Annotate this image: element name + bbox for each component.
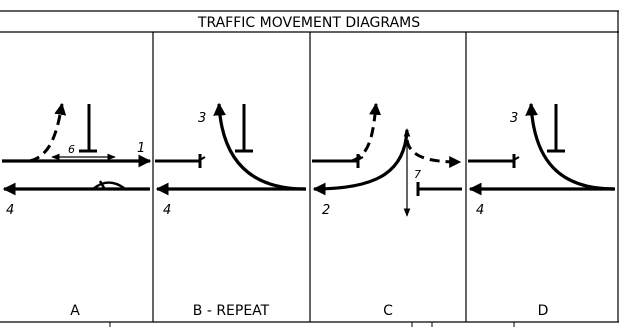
stop-bar-northbound	[547, 104, 565, 153]
panel-label-c: C	[383, 303, 393, 319]
panel-c: 7 2 C	[312, 102, 462, 319]
panel-label-a: A	[70, 303, 80, 319]
panel-d: 3 4 D	[468, 102, 615, 319]
westbound-left-yield-tick	[92, 180, 125, 190]
movement-left-turn-dashed	[29, 102, 67, 163]
movement-number-3: 3	[510, 111, 518, 126]
stop-bar-westbound	[416, 182, 462, 196]
panel-a: 6 1 4 A	[2, 102, 152, 319]
movement-number-7: 7	[414, 168, 421, 181]
through-eastbound-stub	[468, 154, 520, 168]
movement-number-4: 4	[6, 203, 14, 218]
panel-label-d: D	[538, 303, 549, 319]
movement-number-6: 6	[68, 143, 75, 156]
stop-bar-northbound	[79, 104, 97, 153]
movement-number-3: 3	[198, 111, 206, 126]
movement-number-4: 4	[476, 203, 484, 218]
panel-label-b-repeat: B - REPEAT	[193, 303, 270, 319]
movement-3-left-turn-curve	[525, 102, 615, 191]
movement-number-4: 4	[163, 203, 171, 218]
through-eastbound-stub	[155, 154, 206, 168]
table-frame	[0, 10, 619, 327]
movement-number-1: 1	[137, 141, 145, 156]
panel-b-repeat: 3 4 B - REPEAT	[155, 102, 306, 319]
stop-bar-northbound	[235, 104, 253, 153]
page-title: TRAFFIC MOVEMENT DIAGRAMS	[197, 15, 420, 31]
movement-left-turn-dashed	[351, 102, 382, 163]
movement-number-2: 2	[322, 203, 330, 218]
movement-right-turn-dashed	[405, 139, 462, 168]
movement-3-left-turn-curve	[213, 102, 306, 191]
